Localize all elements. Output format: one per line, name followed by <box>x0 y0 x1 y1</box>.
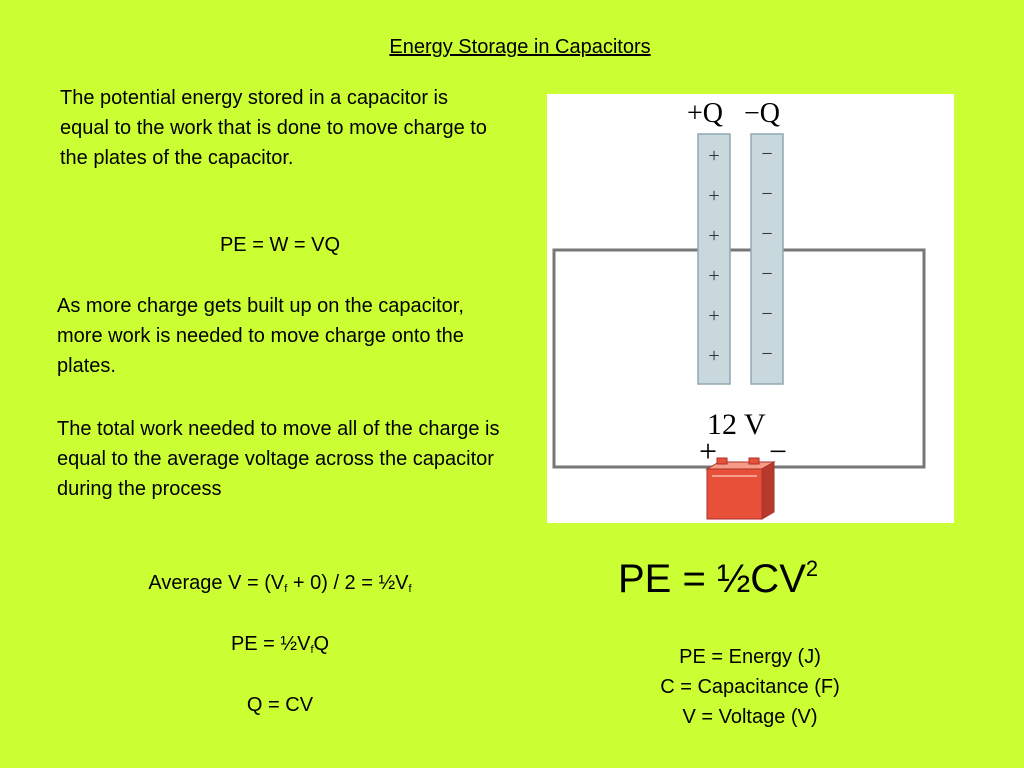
battery-icon <box>705 457 776 520</box>
minus-sign: − <box>761 303 772 325</box>
pe-half-vq-formula: PE = ½VfQ <box>230 633 330 656</box>
plus-sign: + <box>708 185 719 207</box>
legend-energy: PE = Energy (J) <box>679 646 821 668</box>
average-v-formula: Average V = (Vf + 0) / 2 = ½Vf <box>148 572 412 595</box>
minus-signs: − − − − − − <box>761 143 772 365</box>
plus-signs: + + + + + + <box>708 145 719 367</box>
legend-voltage: V = Voltage (V) <box>682 706 818 728</box>
minus-sign: − <box>761 263 772 285</box>
circuit-svg: +Q −Q + + + + + + − − − − − − 12 V + − <box>552 98 926 520</box>
variable-legend: PE = Energy (J) C = Capacitance (F) V = … <box>600 642 900 732</box>
capacitor-circuit-diagram: +Q −Q + + + + + + − − − − − − 12 V + − <box>547 94 954 523</box>
more-charge-paragraph: As more charge gets built up on the capa… <box>57 295 464 377</box>
legend-capacitance: C = Capacitance (F) <box>660 676 840 698</box>
intro-paragraph: The potential energy stored in a capacit… <box>60 87 487 169</box>
positive-plate <box>697 133 731 385</box>
minus-sign: − <box>761 183 772 205</box>
plus-sign: + <box>708 305 719 327</box>
total-work-paragraph: The total work needed to move all of the… <box>57 418 500 500</box>
battery-plus-sign: + <box>699 433 717 469</box>
minus-sign: − <box>761 143 772 165</box>
plus-sign: + <box>708 225 719 247</box>
page-title: Energy Storage in Capacitors <box>389 36 651 58</box>
plus-sign: + <box>708 145 719 167</box>
negative-charge-label: −Q <box>744 98 780 129</box>
battery-minus-sign: − <box>769 433 787 469</box>
q-cv-formula: Q = CV <box>246 694 314 716</box>
minus-sign: − <box>761 343 772 365</box>
voltage-label: 12 V <box>707 408 766 441</box>
minus-sign: − <box>761 223 772 245</box>
plus-sign: + <box>708 265 719 287</box>
pe-w-vq-formula: PE = W = VQ <box>219 234 341 256</box>
positive-charge-label: +Q <box>687 98 723 129</box>
plus-sign: + <box>708 345 719 367</box>
main-energy-formula: PE = ½CV2 <box>618 556 819 601</box>
negative-plate <box>750 133 784 385</box>
